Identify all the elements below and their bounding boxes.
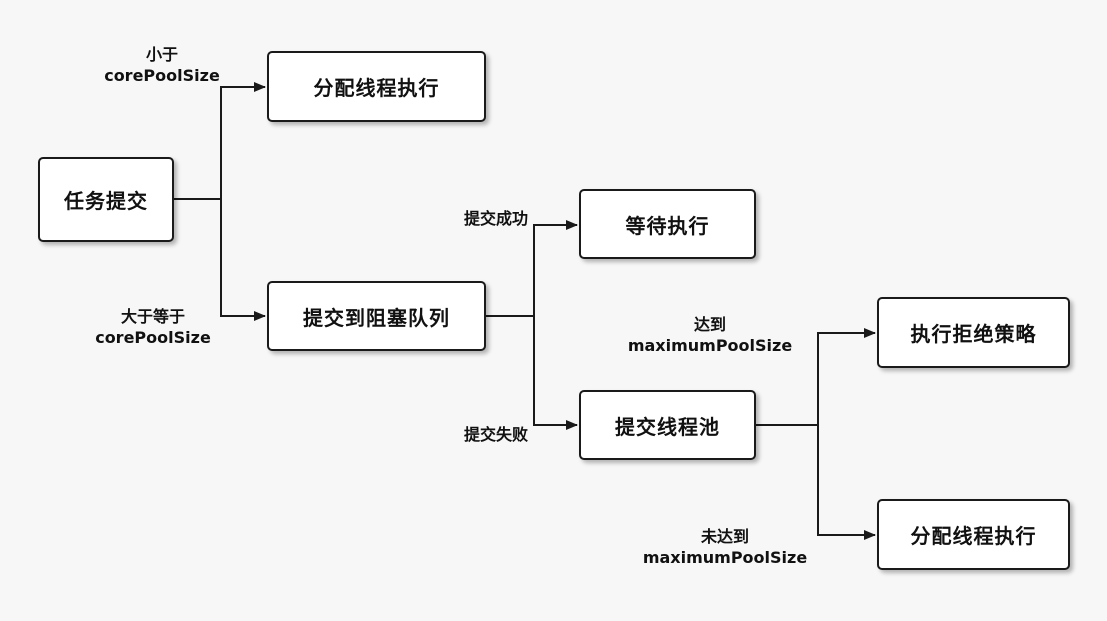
connector-ge-corepoolsize: [220, 199, 266, 321]
edge-label-ge-corepoolsize: 大于等于 corePoolSize: [95, 307, 211, 347]
node-label: 任务提交: [64, 189, 148, 213]
edge-label-less-than-corepoolsize: 小于 corePoolSize: [104, 45, 220, 85]
node-label: 等待执行: [625, 213, 710, 238]
edge-label-submit-fail: 提交失败: [463, 425, 528, 444]
node-label: 提交到阻塞队列: [303, 305, 450, 330]
node-label: 提交线程池: [615, 414, 720, 439]
node-submit-to-pool: 提交线程池: [579, 390, 756, 460]
node-assign-thread-top: 分配线程执行: [267, 51, 486, 122]
node-submit-to-queue: 提交到阻塞队列: [267, 281, 486, 351]
connector-not-reached: [817, 425, 876, 540]
connector-submit-fail: [533, 316, 578, 430]
edge-label-submit-success: 提交成功: [463, 209, 528, 228]
node-label: 分配线程执行: [910, 524, 1037, 548]
node-label: 分配线程执行: [313, 76, 440, 100]
node-wait-execute: 等待执行: [579, 189, 756, 259]
connector-trunk-2: [486, 220, 578, 317]
connector-trunk-3: [756, 328, 876, 426]
edge-label-not-reached-max: 未达到 maximumPoolSize: [642, 527, 808, 567]
edge-label-reached-max: 达到 maximumPoolSize: [627, 315, 793, 355]
node-assign-thread-bottom: 分配线程执行: [877, 499, 1070, 570]
connector-trunk-1: [174, 82, 266, 200]
node-task-submit: 任务提交: [38, 157, 174, 242]
node-label: 执行拒绝策略: [910, 322, 1037, 346]
node-reject-policy: 执行拒绝策略: [877, 297, 1070, 368]
